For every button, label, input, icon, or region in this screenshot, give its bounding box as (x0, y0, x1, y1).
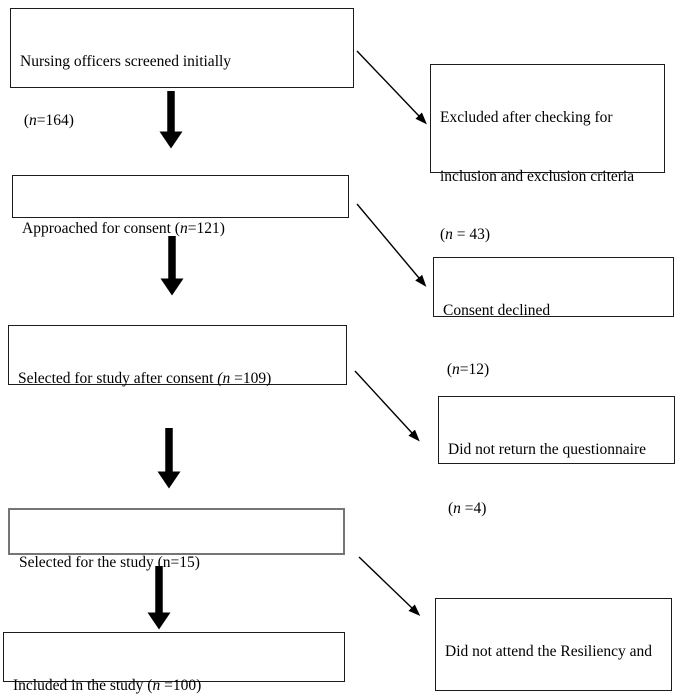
sample-size-n: n (179, 220, 188, 237)
exclusion-arrow-icon (356, 203, 427, 287)
box-line: Consent declined (443, 302, 551, 319)
box-line: (n = 43) (440, 226, 491, 243)
box-line: (n=12) (443, 360, 490, 378)
sample-size-n: n (162, 554, 171, 571)
box-line: Selected for the study (n=15) (19, 554, 200, 571)
flow-box-no-program: Did not attend the Resiliency and Recove… (435, 598, 672, 691)
box-line: Selected for study after consent (n =109… (18, 370, 272, 387)
exclusion-arrow-icon (358, 556, 421, 616)
sample-size-n: n (152, 677, 161, 694)
sample-size-n: n (29, 111, 37, 129)
flow-box-screened-initially: Nursing officers screened initially (n=1… (10, 8, 354, 129)
box-line: Did not attend the Resiliency and (445, 643, 653, 660)
box-line: (n =4) (448, 499, 487, 517)
box-line: inclusion and exclusion criteria (440, 167, 635, 185)
box-line: Excluded after checking for (440, 109, 613, 126)
flow-box-no-questionnaire: Did not return the questionnaire (n =4) (438, 396, 675, 517)
flow-box-included-study: Included in the study (n =100) (3, 632, 345, 694)
exclusion-arrow-icon (354, 370, 420, 442)
sample-size-n: n (452, 360, 460, 378)
flow-box-consent-declined: Consent declined (n=12) (433, 257, 674, 378)
exclusion-arrow-icon (356, 50, 427, 125)
flow-box-selected-study: Selected for the study (n=15) (8, 508, 345, 571)
flow-box-selected-after-consent: Selected for study after consent (n =109… (8, 325, 347, 387)
box-line: Included in the study (n =100) (13, 677, 202, 694)
sample-size-n: n (453, 499, 461, 517)
box-line: Approached for consent (n=121) (22, 220, 225, 237)
sample-size-n: (n (217, 370, 231, 387)
box-line: Did not return the questionnaire (448, 441, 647, 458)
sample-size-n: n (445, 226, 453, 243)
box-line: (n=164) (20, 111, 74, 129)
flow-box-approached-consent: Approached for consent (n=121) (12, 175, 349, 237)
box-line: Nursing officers screened initially (20, 53, 232, 70)
flow-box-excluded-criteria: Excluded after checking for inclusion an… (430, 64, 665, 243)
